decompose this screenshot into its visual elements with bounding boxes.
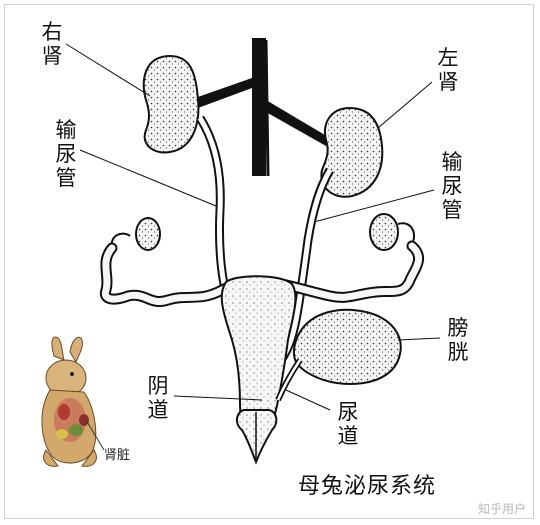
label-ureter-right: 输尿管 [55, 118, 77, 190]
watermark: 知乎用户 [477, 502, 526, 516]
diagram-title: 母兔泌尿系统 [298, 474, 437, 499]
right-ovary [135, 217, 161, 251]
label-ureter-left: 输尿管 [441, 150, 463, 222]
label-right-kidney: 右肾 [41, 20, 63, 68]
label-bladder: 膀胱 [447, 316, 469, 364]
bladder [292, 308, 402, 386]
image-frame [4, 4, 534, 519]
inset-label-kidney: 肾脏 [104, 448, 131, 463]
leader-lines [65, 43, 441, 411]
left-kidney [320, 106, 384, 198]
right-kidney [142, 54, 200, 154]
label-left-kidney: 左肾 [437, 46, 459, 94]
left-ovary [369, 213, 399, 251]
great-vessels [195, 38, 330, 177]
rabbit-inset [41, 336, 105, 467]
label-vagina: 阴道 [147, 374, 169, 422]
label-urethra: 尿道 [337, 400, 359, 448]
